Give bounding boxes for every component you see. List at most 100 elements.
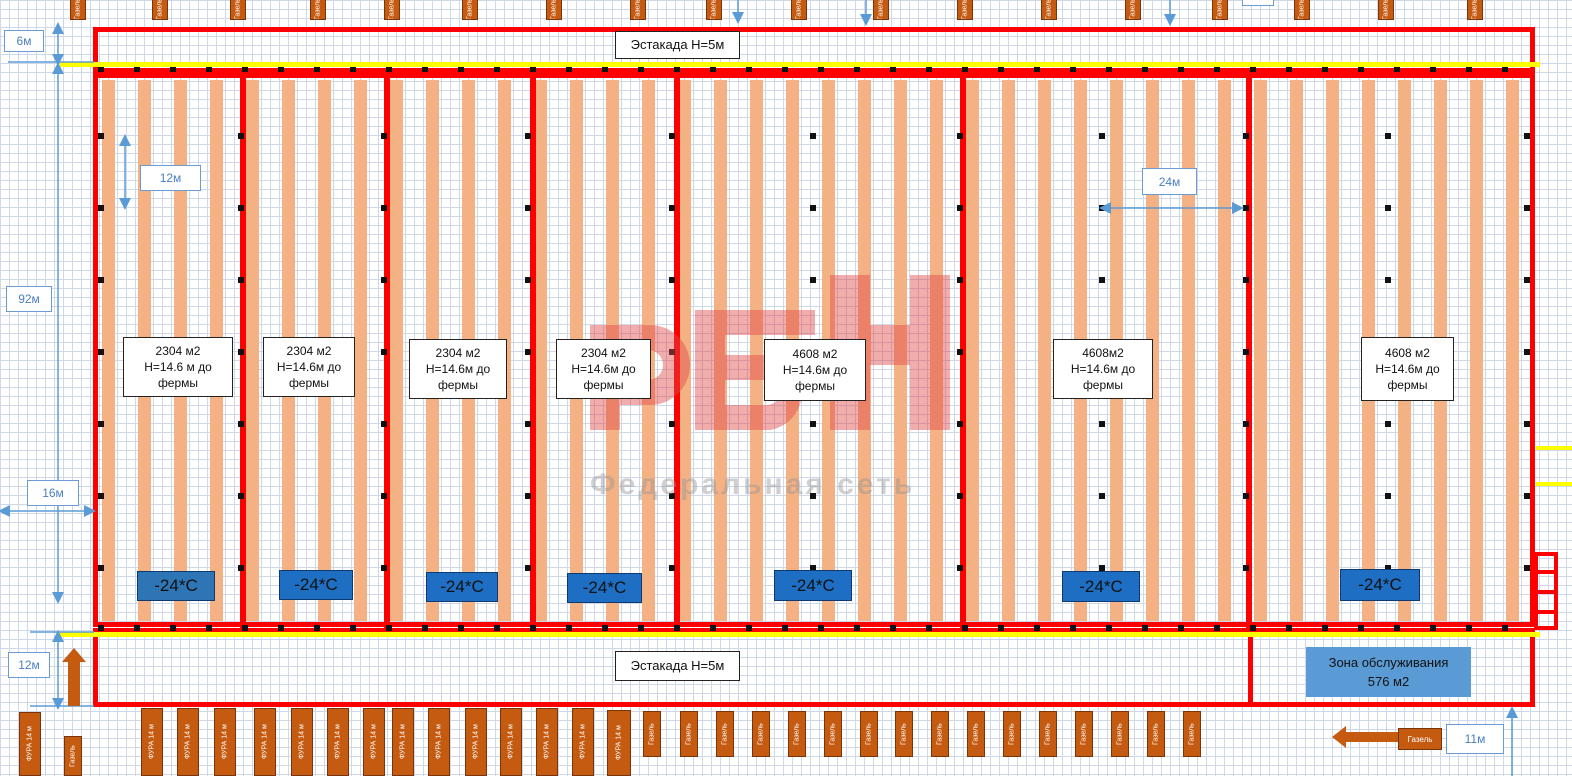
gazel-truck-top: Газель bbox=[1378, 0, 1394, 20]
column-marker bbox=[1524, 349, 1530, 355]
column-marker bbox=[669, 421, 675, 427]
rack-strip bbox=[246, 80, 259, 621]
gazel-truck-top: Газель bbox=[1212, 0, 1228, 20]
rack-strip bbox=[390, 80, 403, 621]
room-1-area: 2304 м2 bbox=[155, 344, 201, 358]
dim-92m: 92м bbox=[6, 286, 52, 312]
room-6-height: Н=14.6м до фермы bbox=[1070, 362, 1136, 392]
column-marker bbox=[170, 66, 176, 72]
column-marker bbox=[458, 625, 464, 631]
column-marker bbox=[810, 565, 816, 571]
column-marker bbox=[1466, 66, 1472, 72]
column-marker bbox=[818, 66, 824, 72]
column-marker bbox=[710, 625, 716, 631]
room-4-area: 2304 м2 bbox=[581, 346, 626, 360]
fura-truck-bottom: ФУРА 14 м bbox=[291, 708, 313, 776]
column-marker bbox=[1385, 133, 1391, 139]
column-marker bbox=[810, 421, 816, 427]
column-marker bbox=[525, 205, 531, 211]
column-marker bbox=[746, 66, 752, 72]
rack-strip bbox=[930, 80, 943, 621]
column-marker bbox=[525, 133, 531, 139]
column-marker bbox=[1099, 277, 1105, 283]
column-marker bbox=[669, 565, 675, 571]
column-marker bbox=[381, 421, 387, 427]
gazel-truck-top: Газель bbox=[706, 0, 722, 20]
column-marker bbox=[206, 66, 212, 72]
column-marker bbox=[1385, 277, 1391, 283]
column-marker bbox=[818, 625, 824, 631]
room-1-label: 2304 м2 Н=14.6 м до фермы bbox=[123, 337, 233, 397]
room-1-temp: -24*С bbox=[137, 571, 215, 601]
column-marker bbox=[98, 277, 104, 283]
gazel-truck-top: Газель bbox=[630, 0, 646, 20]
column-marker bbox=[1385, 493, 1391, 499]
gazel-truck-top: Газель bbox=[873, 0, 889, 20]
room-divider-wall bbox=[1246, 74, 1252, 628]
column-marker bbox=[458, 66, 464, 72]
fura-truck-bottom: ФУРА 14 м bbox=[327, 708, 349, 776]
gazel-truck-top: Газель bbox=[1294, 0, 1310, 20]
column-marker bbox=[1394, 625, 1400, 631]
fura-truck-bottom: ФУРА 14 м bbox=[536, 708, 558, 776]
column-marker bbox=[278, 625, 284, 631]
column-marker bbox=[854, 625, 860, 631]
column-marker bbox=[1243, 277, 1249, 283]
column-marker bbox=[998, 625, 1004, 631]
room-4-height: Н=14.6м до фермы bbox=[571, 362, 636, 392]
column-marker bbox=[926, 625, 932, 631]
column-marker bbox=[238, 205, 244, 211]
gazel-truck-bottom: Газель bbox=[931, 711, 949, 757]
column-marker bbox=[669, 133, 675, 139]
column-marker bbox=[810, 277, 816, 283]
ramp-line-right-1 bbox=[1536, 446, 1572, 450]
room-5-temp: -24*С bbox=[774, 570, 852, 601]
room-1-height: Н=14.6 м до фермы bbox=[144, 360, 212, 390]
rack-strip bbox=[354, 80, 367, 621]
column-marker bbox=[810, 133, 816, 139]
room-divider-wall bbox=[960, 74, 966, 628]
column-marker bbox=[381, 565, 387, 571]
column-marker bbox=[525, 277, 531, 283]
column-marker bbox=[1430, 625, 1436, 631]
column-marker bbox=[98, 625, 104, 631]
column-marker bbox=[1430, 66, 1436, 72]
dim-24m: 24м bbox=[1142, 168, 1197, 195]
column-marker bbox=[1358, 66, 1364, 72]
gazel-truck-top: Газель bbox=[1467, 0, 1483, 20]
column-marker bbox=[566, 66, 572, 72]
column-marker bbox=[782, 66, 788, 72]
fura-truck-bottom: ФУРА 14 м bbox=[428, 708, 450, 776]
column-marker bbox=[1106, 625, 1112, 631]
room-2-height: Н=14.6м до фермы bbox=[276, 360, 342, 390]
column-marker bbox=[810, 205, 816, 211]
column-marker bbox=[242, 66, 248, 72]
column-marker bbox=[1250, 66, 1256, 72]
column-marker bbox=[238, 421, 244, 427]
column-marker bbox=[1243, 133, 1249, 139]
column-marker bbox=[782, 625, 788, 631]
column-marker bbox=[98, 133, 104, 139]
column-marker bbox=[890, 66, 896, 72]
ramp-line-right-2 bbox=[1536, 482, 1572, 486]
column-marker bbox=[314, 625, 320, 631]
column-marker bbox=[494, 66, 500, 72]
column-marker bbox=[638, 625, 644, 631]
column-marker bbox=[1243, 421, 1249, 427]
room-divider-wall bbox=[674, 74, 680, 628]
room-3-temp: -24*С bbox=[426, 572, 498, 602]
room-2-label: 2304 м2 Н=14.6м до фермы bbox=[263, 337, 355, 397]
column-marker bbox=[1243, 205, 1249, 211]
dim-16m: 16м bbox=[27, 480, 79, 506]
gazel-truck-bottom: Газель bbox=[1039, 711, 1057, 757]
column-marker bbox=[238, 493, 244, 499]
column-marker bbox=[422, 625, 428, 631]
rack-strip bbox=[102, 80, 115, 621]
rack-strip bbox=[1218, 80, 1231, 621]
fura-truck-bottom: ФУРА 14 м bbox=[19, 712, 41, 776]
column-marker bbox=[638, 66, 644, 72]
gazel-truck-bottom: Газель bbox=[1003, 711, 1021, 757]
fura-truck-bottom: ФУРА 14 м bbox=[141, 708, 163, 776]
column-marker bbox=[669, 205, 675, 211]
